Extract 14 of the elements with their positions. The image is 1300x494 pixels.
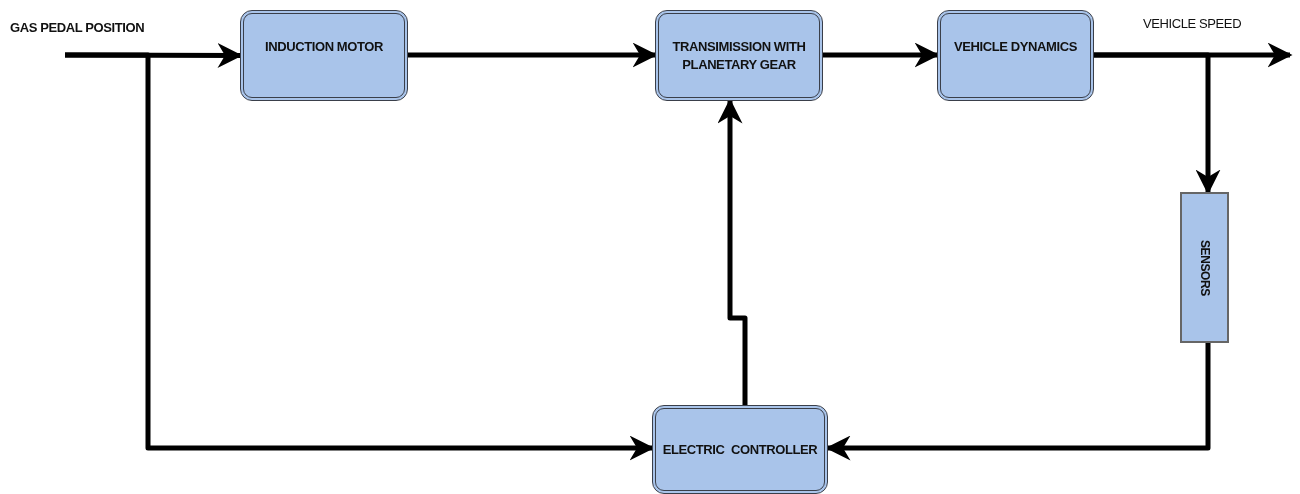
arrow: [1094, 52, 1221, 195]
process-box: [655, 10, 823, 101]
box-label: VEHICLE DYNAMICS: [954, 38, 1077, 56]
process-box: [937, 10, 1094, 101]
process-box: [240, 10, 408, 101]
box-label: TRANSIMISSION WITH PLANETARY GEAR: [671, 37, 807, 74]
box-label: ELECTRIC CONTROLLER: [662, 440, 818, 459]
process-box: [652, 405, 828, 494]
signal-label: VEHICLE SPEED: [1143, 16, 1242, 31]
arrow: [717, 98, 748, 405]
signal-label: GAS PEDAL POSITION: [10, 20, 145, 35]
box-label: SENSORS: [1196, 239, 1213, 296]
sensor-block: [1180, 192, 1229, 343]
box-label: INDUCTION MOTOR: [265, 38, 383, 56]
